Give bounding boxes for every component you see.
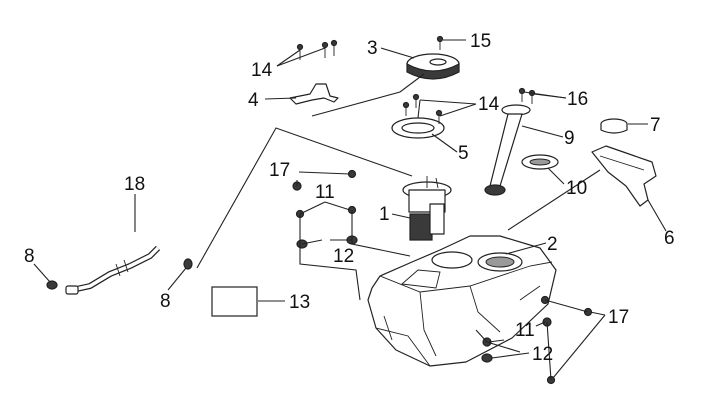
hose-clamp-left <box>46 280 58 290</box>
callout-6: 6 <box>664 228 675 249</box>
callout-8-left: 8 <box>24 246 35 267</box>
callout-8-right: 8 <box>160 291 171 312</box>
callout-5: 5 <box>458 143 469 164</box>
screws-14-lower <box>402 93 443 124</box>
callout-11-right: 11 <box>515 320 535 341</box>
filler-neck-part <box>484 104 531 196</box>
callout-18: 18 <box>124 174 145 195</box>
gasket-part <box>391 117 445 139</box>
screws-16 <box>518 87 536 104</box>
hose-part <box>65 235 161 295</box>
fuel-cap-part <box>406 53 460 80</box>
callout-11-left: 11 <box>315 182 335 203</box>
callout-12-left: 12 <box>333 246 354 267</box>
callout-14-upper: 14 <box>251 60 273 81</box>
drain-tray-part <box>591 145 657 207</box>
callout-4: 4 <box>248 90 259 111</box>
callout-13: 13 <box>289 292 310 313</box>
screws-14-upper <box>296 39 338 60</box>
callout-7: 7 <box>650 115 661 136</box>
callout-3: 3 <box>367 38 378 59</box>
seal-ring-part <box>521 154 559 170</box>
callout-1: 1 <box>379 204 390 225</box>
callout-2: 2 <box>547 234 558 255</box>
screw-15 <box>436 35 444 50</box>
fuel-pump-part <box>402 176 452 241</box>
bracket-part <box>289 83 339 105</box>
hose-clamp-right <box>183 258 193 270</box>
callout-14-lower: 14 <box>478 94 500 115</box>
callout-12-right: 12 <box>532 344 553 365</box>
fuel-tank-part <box>367 235 557 367</box>
callout-17-right: 17 <box>608 307 629 328</box>
callout-16: 16 <box>567 89 588 110</box>
callout-9: 9 <box>564 128 575 149</box>
leader-lines <box>33 39 667 381</box>
cap-ring-part <box>600 118 628 134</box>
callout-17-left: 17 <box>269 160 290 181</box>
label-plate-part <box>211 286 258 317</box>
callout-15: 15 <box>470 31 491 52</box>
callout-labels: 1 2 3 4 5 6 7 8 8 9 10 11 11 12 12 13 14… <box>24 31 675 365</box>
callout-10: 10 <box>566 178 587 199</box>
